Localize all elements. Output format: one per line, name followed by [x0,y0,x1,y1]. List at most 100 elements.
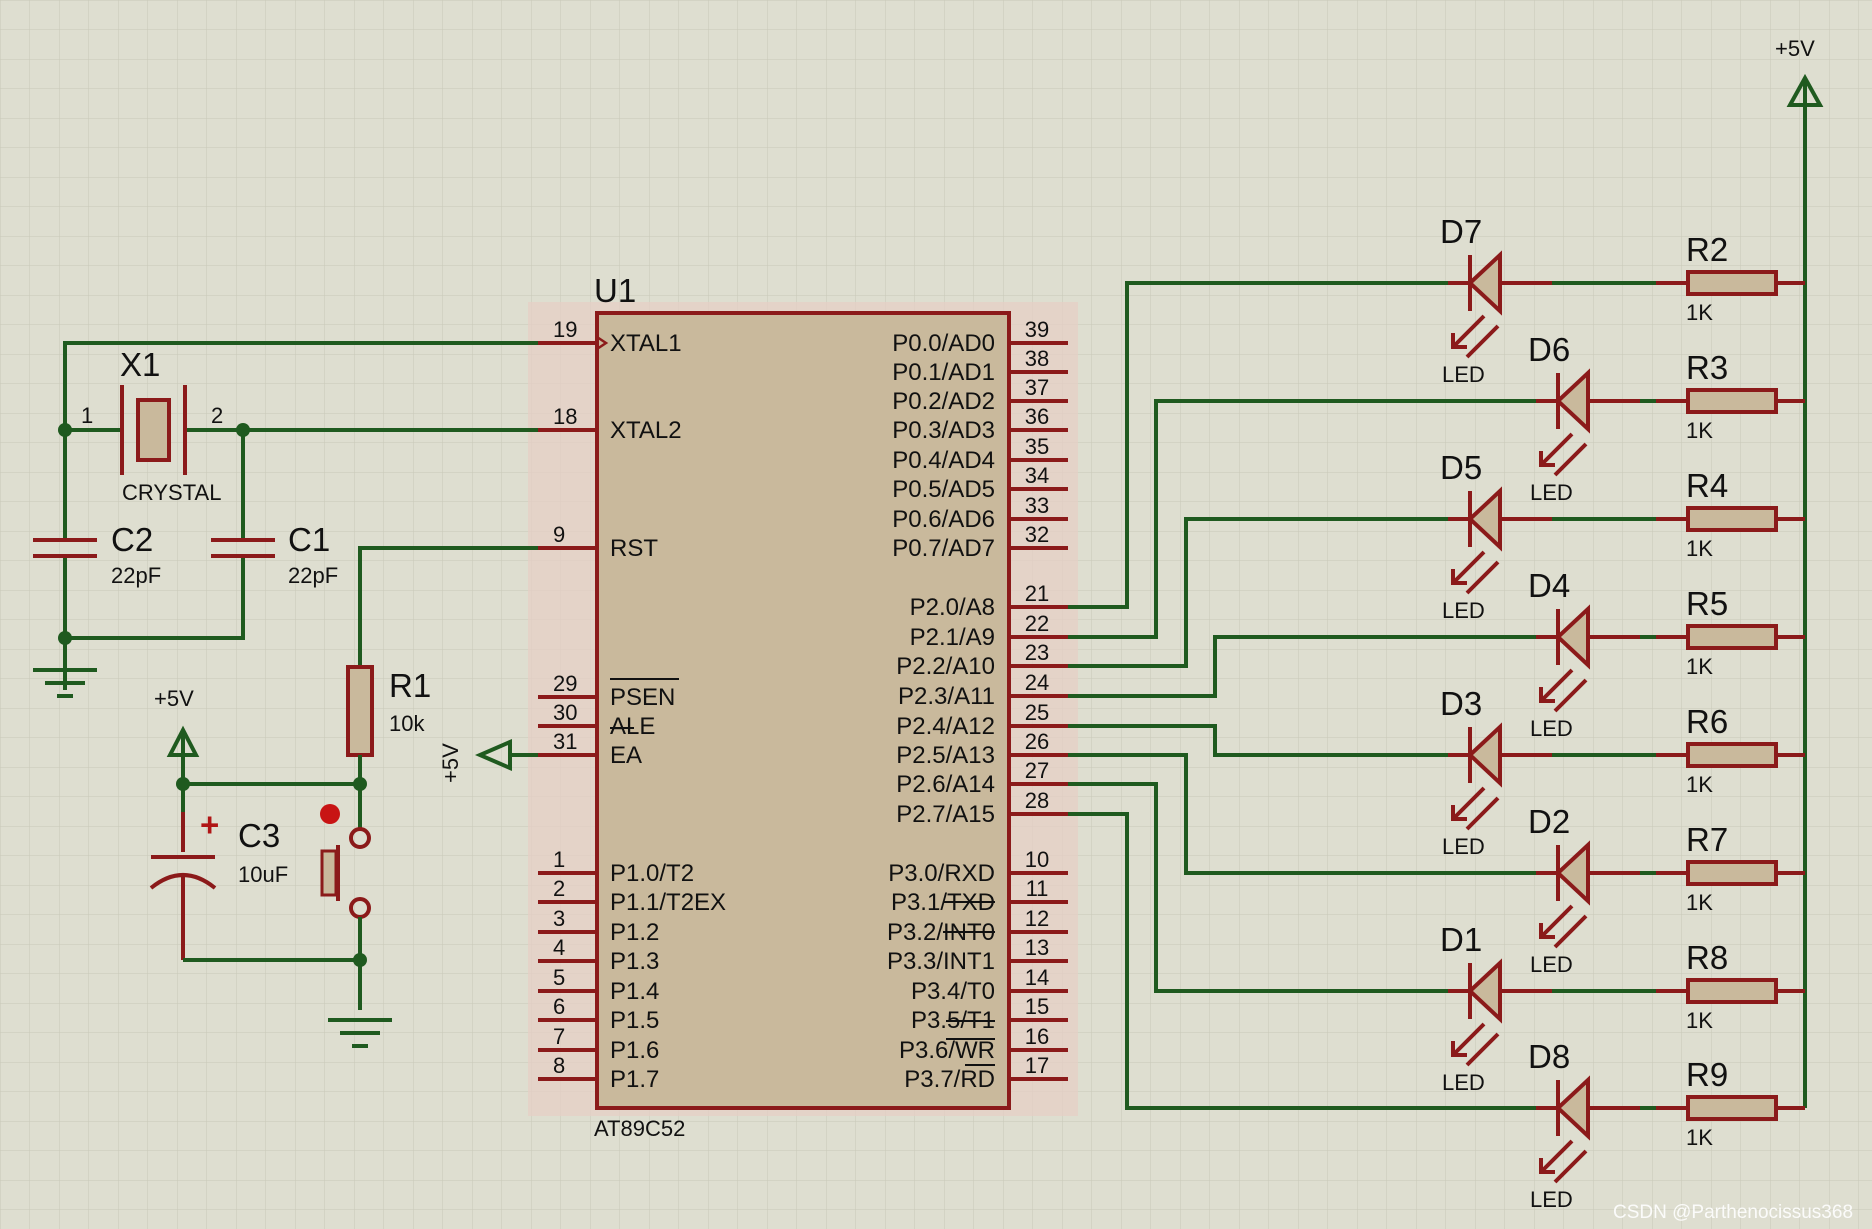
net-wire [1068,517,1448,668]
mcu-pin-name: PSEN [610,684,675,711]
mcu-pin-number: 21 [1025,581,1049,606]
resistor-r9[interactable] [1656,1095,1805,1121]
mcu-pin-number: 1 [553,847,565,872]
r1-value-label: 10k [389,711,425,736]
resistor-ref-label: R7 [1686,821,1728,858]
c1-value-label: 22pF [288,563,338,588]
led-value-label: LED [1530,952,1573,977]
resistor-ref-label: R9 [1686,1056,1728,1093]
mcu-pin-number: 25 [1025,700,1049,725]
led-d6[interactable] [1536,368,1640,477]
resistor-value-label: 1K [1686,654,1713,679]
mcu-pin-name: P0.2/AD2 [892,388,995,415]
led-value-label: LED [1442,362,1485,387]
mcu-pin-name: P1.4 [610,978,659,1005]
xtal1-clock-marker [596,335,609,351]
mcu-pin-number: 11 [1026,876,1049,901]
mcu-pin-number: 19 [553,317,577,342]
crystal-x1[interactable] [120,385,187,475]
c3-polarity-mark: + [200,806,219,843]
resistor-r3[interactable] [1656,388,1805,414]
led-d4[interactable] [1536,604,1640,713]
power-label-ea: +5V [438,743,463,783]
mcu-pin-name: P1.7 [610,1066,659,1093]
reset-pushbutton[interactable] [320,784,371,1010]
led-d1[interactable] [1448,958,1552,1067]
power-terminal-icon [166,725,200,784]
ground-symbol [328,1018,392,1048]
led-d8[interactable] [1536,1075,1640,1184]
led-d2[interactable] [1536,840,1640,949]
mcu-pin-number: 23 [1025,640,1049,665]
mcu-pin-name: P2.0/A8 [910,594,995,621]
mcu-pin-name: P1.5 [610,1007,659,1034]
capacitor-c3[interactable] [149,784,217,960]
net-wire [1068,281,1448,609]
capacitor-c2[interactable] [33,538,97,558]
led-d7[interactable] [1448,250,1552,359]
mcu-pin-number: 22 [1025,611,1049,636]
led-value-label: LED [1442,1070,1485,1095]
mcu-pin-number: 12 [1025,906,1049,931]
resistor-r8[interactable] [1656,978,1805,1004]
mcu-pin-name: P2.3/A11 [898,683,995,710]
button-indicator-icon[interactable] [320,804,340,824]
oscillator-circuit: X1 1 2 CRYSTAL C2 22pF C1 22pF [33,341,538,698]
junction-dot [58,423,72,437]
mcu-pin-name: P2.6/A14 [896,771,995,798]
net-wire [1068,782,1448,993]
junction-dot [353,953,367,967]
mcu-pin-name: P1.1/T2EX [610,889,726,916]
vcc-rail [1786,73,1824,1108]
mcu-pin-name: P3.0/RXD [888,860,995,887]
capacitor-c1[interactable] [211,538,275,558]
crystal-value-label: CRYSTAL [122,480,221,505]
mcu-pin-name: P2.5/A13 [896,742,995,769]
mcu-part-label: AT89C52 [594,1116,685,1141]
resistor-r5[interactable] [1656,624,1805,650]
mcu-pin-number: 10 [1025,847,1049,872]
mcu-pin-name: P1.3 [610,948,659,975]
resistor-ref-label: R2 [1686,231,1728,268]
c2-value-label: 22pF [111,563,161,588]
mcu-pin-number: 14 [1025,965,1049,990]
ea-power-terminal [474,738,538,772]
mcu-pin-number: 8 [553,1053,565,1078]
mcu-pin-number: 28 [1025,788,1049,813]
resistor-r2[interactable] [1656,270,1805,296]
mcu-pin-name: P0.0/AD0 [892,330,995,357]
mcu-pin-number: 5 [553,965,565,990]
mcu-pin-number: 31 [553,729,577,754]
mcu-pin-name: P0.3/AD3 [892,417,995,444]
mcu-pin-number: 36 [1025,404,1049,429]
mcu-body[interactable] [595,311,1011,1110]
mcu-pin-name: P0.5/AD5 [892,476,995,503]
mcu-pin-number: 18 [553,404,577,429]
led-value-label: LED [1530,716,1573,741]
mcu-pin-number: 24 [1025,670,1049,695]
resistor-ref-label: R3 [1686,349,1728,386]
watermark: CSDN @Parthenocissus368 [1613,1202,1853,1223]
c3-ref-label: C3 [238,817,280,854]
mcu-pin-number: 29 [553,671,577,696]
power-label-rail: +5V [1775,36,1815,61]
mcu-pin-name: P1.2 [610,919,659,946]
led-ref-label: D7 [1440,213,1482,250]
led-array: D7LEDD6LEDD5LEDD4LEDD3LEDD2LEDD1LEDD8LED… [1068,213,1805,1212]
led-value-label: LED [1442,834,1485,859]
resistor-r4[interactable] [1656,506,1805,532]
led-ref-label: D4 [1528,567,1570,604]
net-wire [1068,399,1536,639]
led-d5[interactable] [1448,486,1552,595]
resistor-r1[interactable] [346,665,374,757]
mcu-pin-number: 9 [553,522,565,547]
resistor-ref-label: R8 [1686,939,1728,976]
mcu-pin-name: P0.1/AD1 [892,359,995,386]
net-wire [1068,724,1448,757]
resistor-r7[interactable] [1656,860,1805,886]
mcu-u1[interactable]: U1 AT89C52 19XTAL118XTAL29RST29PSEN30ALE… [528,272,1078,1141]
mcu-left-pins: 19XTAL118XTAL29RST29PSEN30ALE31EA1P1.0/T… [538,317,726,1093]
resistor-r6[interactable] [1656,742,1805,768]
led-d3[interactable] [1448,722,1552,831]
